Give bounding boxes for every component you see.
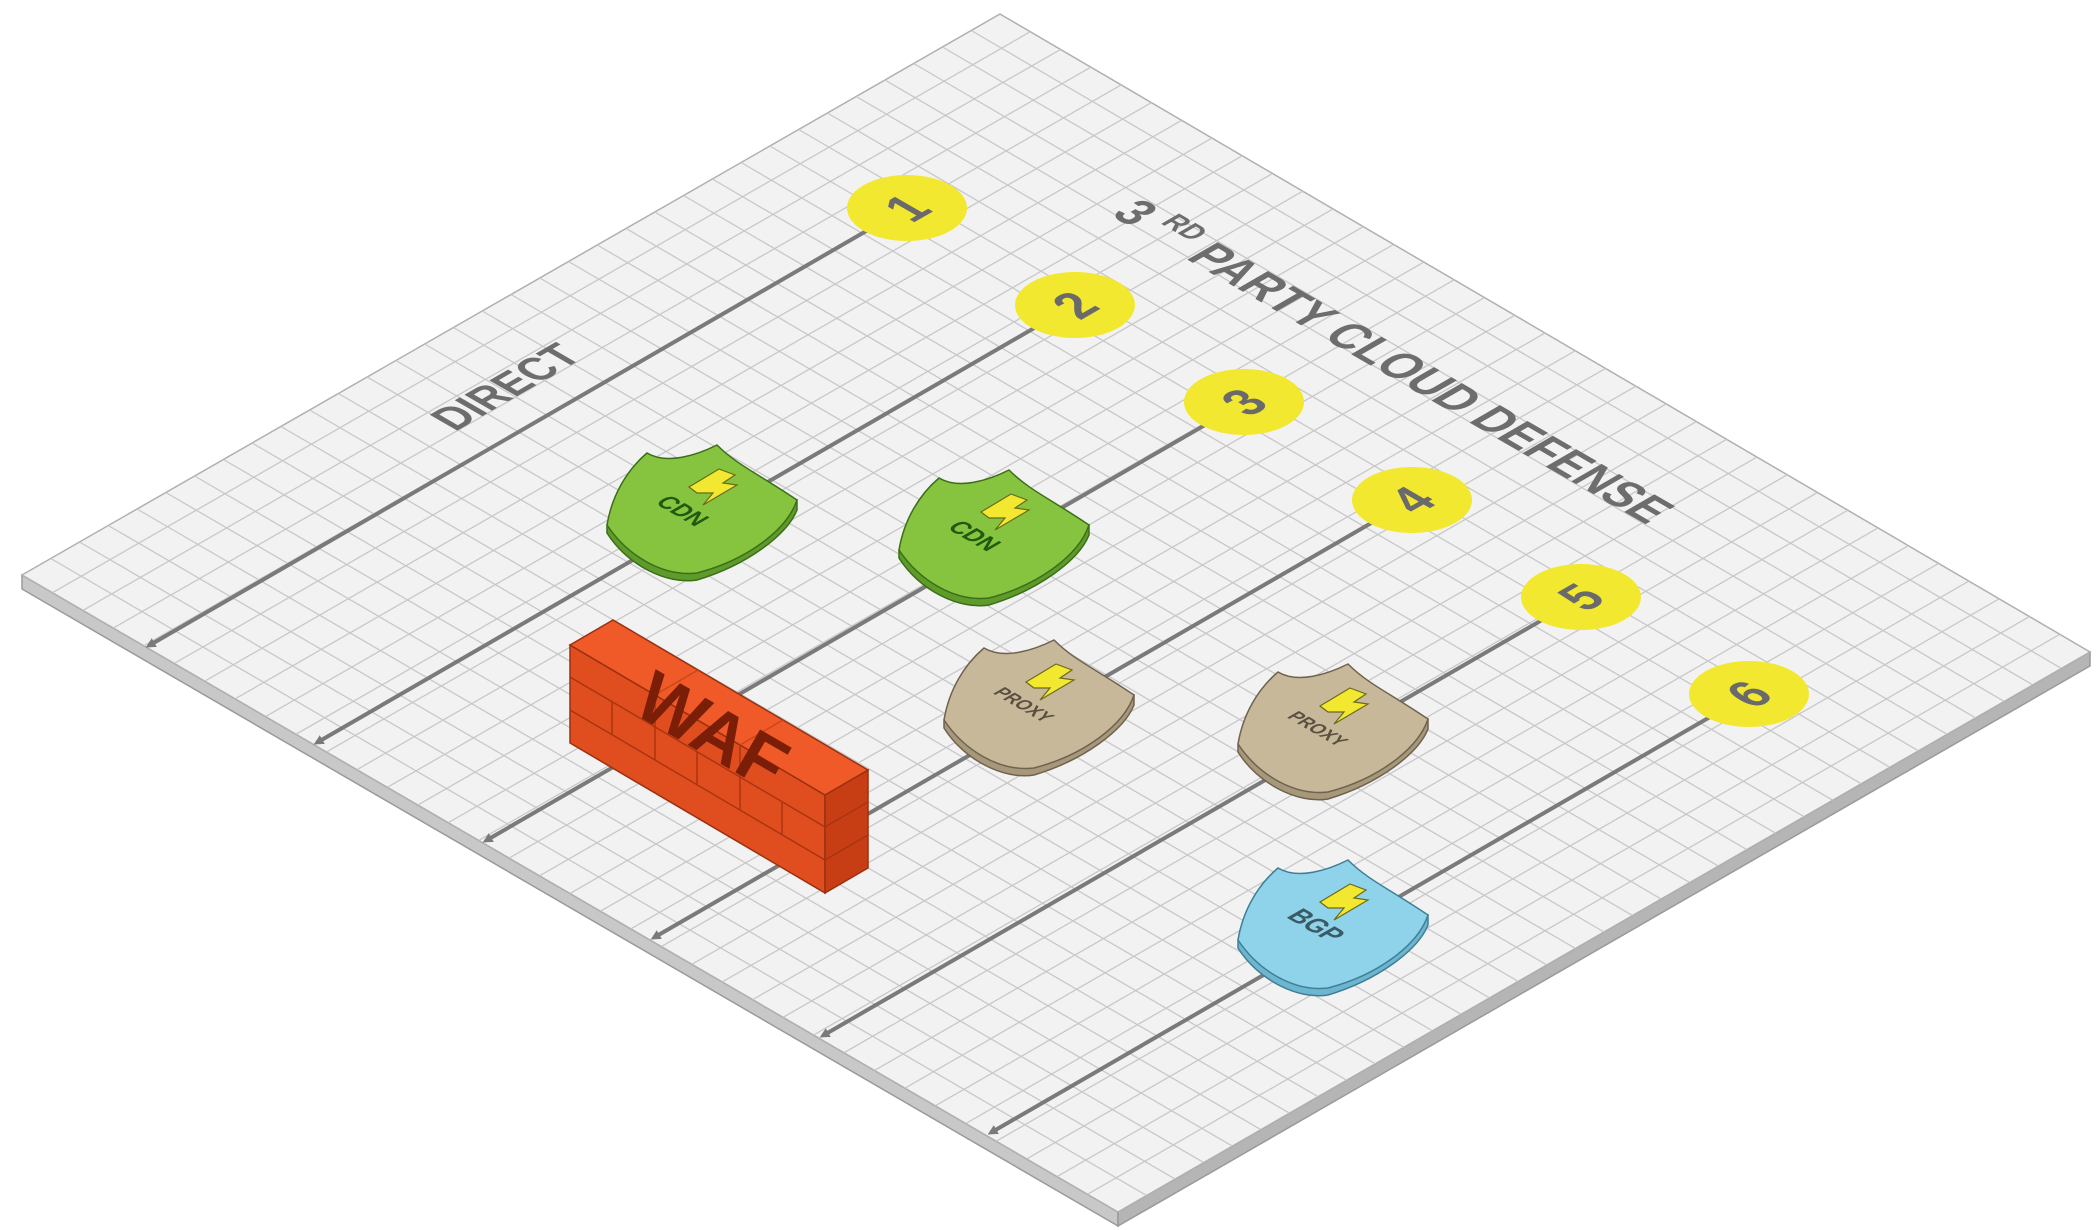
route-1-line	[145, 228, 870, 648]
route-1-badge: 1	[847, 175, 967, 241]
grid-line	[50, 557, 1147, 1197]
route-6-bgp-shield: BGP	[1237, 859, 1429, 997]
grid-line	[79, 541, 1176, 1180]
lightning-bolt-icon	[687, 468, 739, 506]
route-3-line	[482, 423, 1207, 843]
grid-line	[712, 178, 1805, 818]
route-3-cdn-shield: CDN	[898, 469, 1090, 607]
grid-line	[683, 194, 1776, 834]
grid-line	[970, 29, 2062, 670]
platform	[20, 13, 2092, 1228]
route-5-line	[819, 618, 1544, 1038]
lightning-bolt-icon	[1318, 687, 1370, 725]
route-4-proxy-shield: PROXY	[943, 639, 1135, 777]
grid-line	[568, 260, 1662, 900]
waf-brick-lines	[569, 676, 869, 861]
grid-line	[625, 227, 1719, 867]
route-5-proxy-shield: PROXY	[1237, 663, 1429, 801]
grid-line	[510, 293, 1605, 933]
grid-line	[769, 145, 1862, 785]
grid-line	[654, 211, 1748, 851]
grid-line	[740, 161, 1834, 801]
grid-line	[453, 326, 1548, 966]
grid-line	[942, 46, 2034, 686]
grid-line	[280, 425, 1376, 1065]
lightning-bolt-icon	[1024, 663, 1076, 701]
grid-line	[481, 310, 1576, 950]
route-5-badge: 5	[1521, 564, 1641, 630]
grid-line	[855, 95, 1948, 735]
route-2-cdn-shield: CDN	[606, 444, 798, 582]
route-2-badge: 2	[1015, 272, 1135, 338]
route-3-badge: 3	[1184, 369, 1304, 435]
grid-line	[107, 524, 1205, 1164]
grid-line	[913, 62, 2005, 702]
grid-line	[539, 277, 1633, 917]
grid-line	[309, 409, 1405, 1048]
grid-line	[884, 79, 1976, 719]
grid-line	[798, 128, 1891, 768]
route-2-waf-wall: WAF	[568, 619, 870, 895]
lightning-bolt-icon	[1318, 883, 1370, 921]
grid-line	[596, 244, 1691, 884]
route-badges: 1 2 3 4 5 6	[847, 175, 1809, 727]
waf-top-lines	[654, 669, 784, 746]
grid-line	[827, 112, 1919, 752]
route-4-badge: 4	[1352, 467, 1472, 533]
route-6-badge: 6	[1689, 661, 1809, 727]
lightning-bolt-icon	[979, 493, 1031, 531]
grid-line	[136, 508, 1233, 1147]
